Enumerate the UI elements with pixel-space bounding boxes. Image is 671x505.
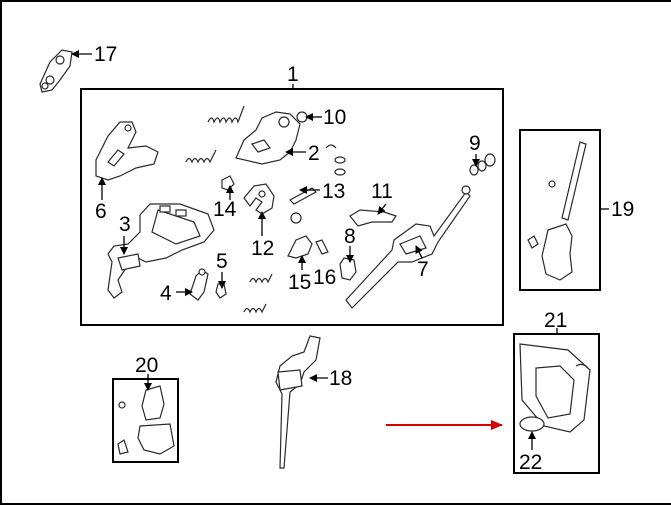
part-6-column-bracket bbox=[95, 121, 159, 181]
callout-5: 5 bbox=[216, 250, 228, 273]
bushing-center bbox=[290, 212, 302, 224]
callout-6: 6 bbox=[95, 200, 107, 223]
callout-22: 22 bbox=[519, 451, 543, 474]
part-10-bolt bbox=[296, 111, 308, 123]
part-3-column-housing bbox=[107, 203, 215, 299]
part-9-bearings bbox=[469, 153, 496, 176]
part-12-tilt-lever bbox=[243, 183, 275, 215]
callout-19: 19 bbox=[611, 198, 635, 221]
callout-12: 12 bbox=[251, 237, 275, 260]
callout-16: 16 bbox=[313, 266, 337, 289]
part-15-pawl bbox=[287, 235, 313, 259]
part-8-bushing bbox=[339, 257, 357, 281]
callout-10: 10 bbox=[323, 106, 347, 129]
callout-14: 14 bbox=[213, 198, 237, 221]
part-14-screw bbox=[221, 175, 235, 191]
callout-7: 7 bbox=[417, 258, 429, 281]
callout-17: 17 bbox=[94, 43, 118, 66]
part-4-lever bbox=[189, 268, 209, 301]
callout-8: 8 bbox=[344, 225, 356, 248]
clip-c bbox=[325, 144, 337, 149]
callout-3: 3 bbox=[119, 213, 131, 236]
callout-13: 13 bbox=[322, 180, 346, 203]
assembly-box-19 bbox=[519, 129, 601, 291]
spring-mid bbox=[185, 149, 217, 164]
part-16-pin bbox=[315, 239, 329, 255]
part-2-lock-housing bbox=[235, 111, 301, 165]
part-5-screw bbox=[215, 283, 227, 299]
spring-bottom bbox=[243, 303, 267, 314]
part-17-universal-joint bbox=[39, 49, 73, 93]
assembly-box-1 bbox=[80, 88, 504, 326]
callout-2: 2 bbox=[308, 142, 320, 165]
part-18-steering-shaft-joint bbox=[275, 335, 321, 469]
clip-b bbox=[334, 168, 346, 176]
spring-top bbox=[207, 105, 245, 125]
part-22-grommet bbox=[519, 416, 545, 432]
part-11-link bbox=[349, 209, 397, 227]
spring-low bbox=[249, 273, 273, 284]
callout-15: 15 bbox=[288, 271, 312, 294]
callout-1: 1 bbox=[287, 63, 299, 86]
callout-20: 20 bbox=[135, 354, 159, 377]
callout-11: 11 bbox=[371, 180, 393, 203]
part-20-coupling bbox=[117, 385, 175, 455]
part-19-intermediate-shaft bbox=[527, 141, 587, 281]
assembly-box-20 bbox=[112, 378, 179, 463]
part-21-boot-cover bbox=[519, 343, 591, 433]
callout-18: 18 bbox=[329, 367, 353, 390]
part-7-steering-shaft bbox=[345, 185, 471, 309]
callout-9: 9 bbox=[469, 132, 481, 155]
callout-21: 21 bbox=[544, 309, 568, 332]
callout-4: 4 bbox=[160, 282, 172, 305]
clip-a bbox=[334, 156, 346, 164]
